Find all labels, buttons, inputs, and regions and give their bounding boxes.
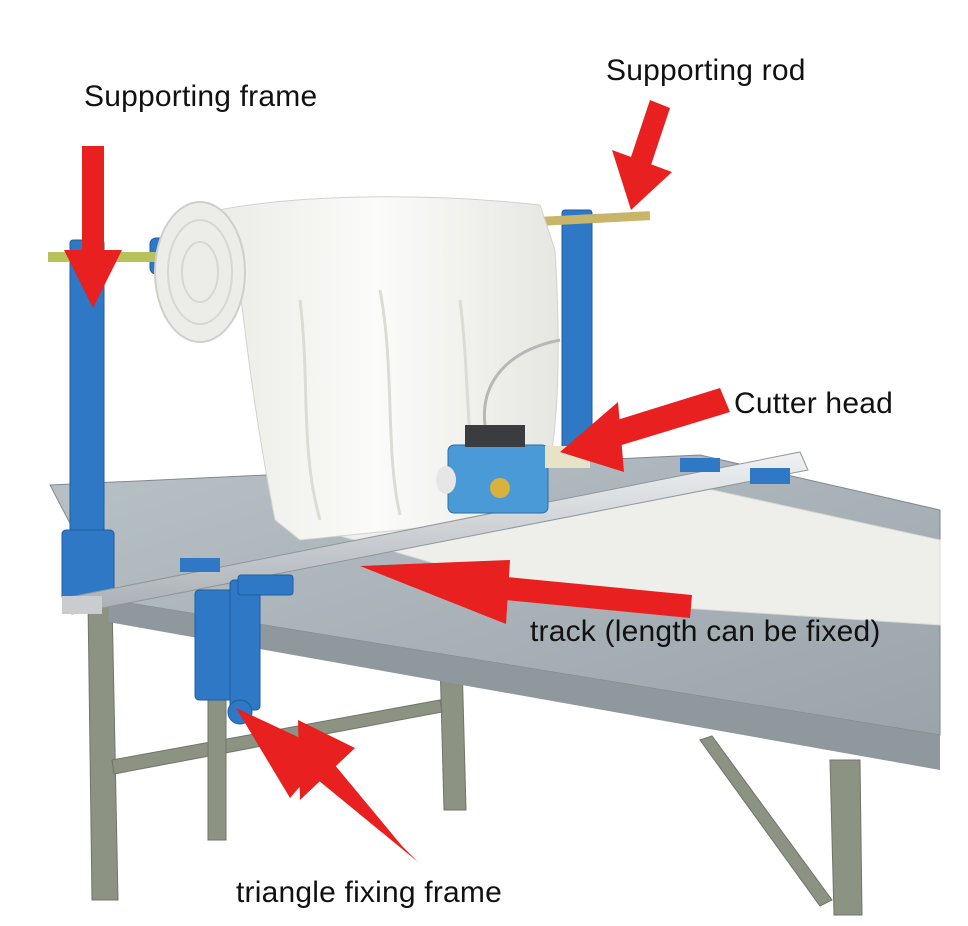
table-legs <box>87 599 863 916</box>
arrow-supporting-rod <box>612 100 672 210</box>
arrow-cutter-head <box>560 388 730 472</box>
arrow-triangle-fixing-frame <box>236 708 418 862</box>
cutter-head <box>436 338 590 514</box>
label-track: track (length can be fixed) <box>530 615 881 648</box>
triangle-fixing-frame <box>194 574 294 725</box>
label-supporting-rod: Supporting rod <box>606 54 806 87</box>
label-cutter-head: Cutter head <box>734 387 893 420</box>
supporting-frame-right <box>561 209 593 451</box>
arrow-supporting-frame <box>64 146 122 308</box>
arrow-track <box>360 560 692 624</box>
label-supporting-frame: Supporting frame <box>84 80 318 113</box>
track-rail <box>62 451 809 615</box>
label-triangle-fixing-frame: triangle fixing frame <box>236 876 502 909</box>
